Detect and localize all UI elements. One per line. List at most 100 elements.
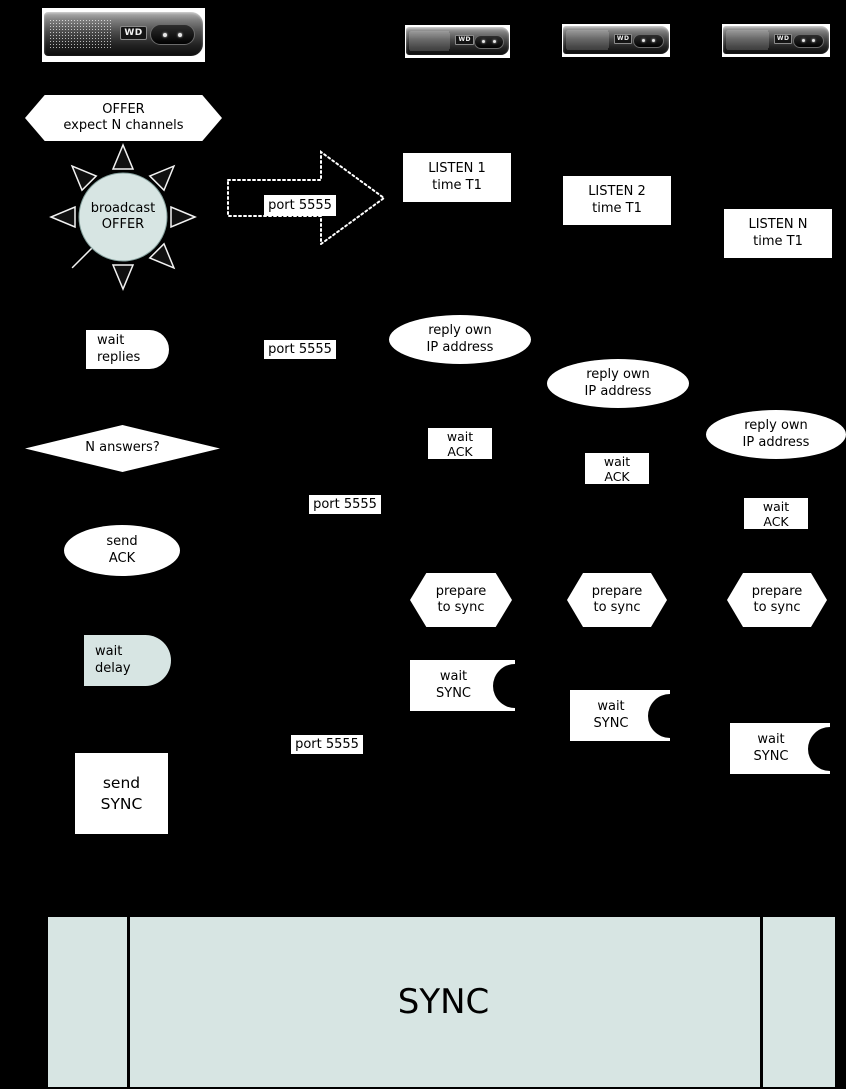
wd-logo: WD	[120, 26, 147, 41]
reply2-line1: reply own	[586, 367, 650, 383]
device-body: WD	[563, 26, 669, 54]
prepare3-line2: to sync	[753, 600, 801, 615]
node-broadcast-offer: broadcast OFFER	[48, 142, 198, 292]
device-led-icon	[492, 40, 496, 44]
port-label-text: port 5555	[295, 737, 359, 752]
broadcast-line2: OFFER	[101, 217, 145, 232]
reply2-line2: IP address	[584, 383, 652, 399]
device-controls	[633, 33, 664, 48]
reply3-line2: IP address	[742, 434, 810, 450]
wait-ack1-line2: ACK	[447, 443, 473, 459]
wait-sync3-line2: SYNC	[753, 748, 789, 764]
node-listen-n: LISTEN N time T1	[724, 209, 832, 258]
wait-sync3-line1: wait	[757, 732, 785, 748]
node-reply-ip-1: reply own IP address	[389, 315, 531, 364]
wait-sync1-line1: wait	[439, 669, 468, 685]
node-reply-ip-2: reply own IP address	[547, 359, 689, 408]
node-wait-sync-1: wait SYNC	[410, 660, 537, 711]
send-sync-line2: SYNC	[100, 794, 143, 813]
node-send-sync: send SYNC	[75, 753, 168, 834]
node-wait-delay: wait delay	[84, 635, 171, 686]
node-send-ack: send ACK	[64, 525, 180, 576]
device-vents	[566, 30, 609, 50]
reply1-line1: reply own	[428, 323, 492, 339]
wait-ack3-line2: ACK	[763, 513, 789, 529]
node-prepare-sync-2: prepare to sync	[567, 573, 667, 627]
sync-bar-divider-left	[127, 917, 130, 1087]
wait-ack1-line1: wait	[446, 428, 474, 444]
sun-burst-icon	[49, 143, 197, 291]
wait-sync2-line1: wait	[597, 699, 625, 715]
wait-ack3-line1: wait	[762, 498, 790, 514]
listenN-line2: time T1	[753, 233, 803, 249]
wait-replies-line1: wait	[97, 333, 125, 349]
device-photo-client-n: WD	[722, 24, 830, 57]
device-led-icon	[178, 32, 183, 37]
reply3-line1: reply own	[744, 418, 808, 434]
port-label-arrow: port 5555	[264, 195, 336, 216]
node-listen-1: LISTEN 1 time T1	[403, 153, 511, 202]
node-offer-line1: OFFER	[102, 101, 145, 117]
prepare2-line2: to sync	[593, 600, 641, 615]
wait-ack2-line2: ACK	[604, 468, 630, 484]
device-body: WD	[44, 12, 203, 56]
node-listen-2: LISTEN 2 time T1	[563, 176, 671, 225]
device-controls	[793, 33, 824, 48]
prepare3-line1: prepare	[751, 583, 803, 599]
node-offer: OFFER expect N channels	[25, 95, 222, 141]
node-wait-sync-2: wait SYNC	[570, 690, 692, 741]
device-led-icon	[812, 39, 816, 43]
wait-sync1-line2: SYNC	[436, 685, 471, 701]
node-offer-line2: expect N channels	[63, 118, 184, 133]
node-reply-ip-n: reply own IP address	[706, 410, 846, 459]
node-broadcast-offer-text: broadcast OFFER	[48, 142, 198, 292]
prepare2-line1: prepare	[591, 583, 643, 599]
device-controls	[150, 24, 196, 45]
listen2-line1: LISTEN 2	[588, 184, 646, 200]
send-ack-line2: ACK	[108, 550, 136, 566]
sync-timeline-bar: SYNC	[48, 917, 835, 1087]
device-led-icon	[652, 39, 656, 43]
notch-icon	[493, 663, 537, 708]
wait-delay-line1: wait	[95, 644, 123, 660]
listen1-line1: LISTEN 1	[428, 161, 486, 177]
send-sync-line1: send	[102, 773, 141, 792]
node-prepare-sync-1: prepare to sync	[410, 573, 512, 627]
listen1-line2: time T1	[432, 177, 482, 193]
device-led-icon	[641, 39, 645, 43]
port-label-3: port 5555	[309, 495, 381, 514]
wd-logo: WD	[773, 34, 793, 45]
wait-replies-line2: replies	[97, 349, 141, 365]
broadcast-line1: broadcast	[90, 200, 156, 216]
sync-bar-label: SYNC	[397, 982, 490, 1022]
notch-icon	[808, 726, 846, 771]
reply1-line2: IP address	[426, 339, 494, 355]
wait-ack2-line1: wait	[603, 453, 631, 469]
sync-bar-divider-right	[760, 917, 763, 1087]
wd-logo: WD	[455, 35, 475, 46]
node-wait-ack-1: wait ACK	[428, 428, 492, 459]
device-photo-master: WD	[42, 8, 205, 62]
port-label-text: port 5555	[268, 198, 332, 213]
port-label-text: port 5555	[268, 342, 332, 357]
node-wait-replies: wait replies	[86, 330, 169, 369]
wd-logo: WD	[613, 34, 633, 45]
wait-delay-line2: delay	[95, 660, 131, 676]
listen2-line2: time T1	[592, 200, 642, 216]
listenN-line1: LISTEN N	[748, 217, 808, 233]
n-answers-label: N answers?	[85, 440, 160, 456]
node-wait-sync-n: wait SYNC	[730, 723, 846, 774]
notch-icon	[648, 693, 692, 738]
device-body: WD	[406, 27, 509, 55]
device-photo-client-1: WD	[405, 25, 510, 58]
node-wait-ack-2: wait ACK	[585, 453, 649, 484]
prepare1-line1: prepare	[435, 583, 487, 599]
device-led-icon	[162, 32, 167, 37]
device-controls	[474, 34, 504, 49]
wait-sync2-line2: SYNC	[593, 715, 629, 731]
port-label-4: port 5555	[291, 735, 363, 754]
device-body: WD	[723, 26, 829, 54]
prepare1-line2: to sync	[437, 600, 485, 615]
device-vents	[409, 31, 451, 51]
